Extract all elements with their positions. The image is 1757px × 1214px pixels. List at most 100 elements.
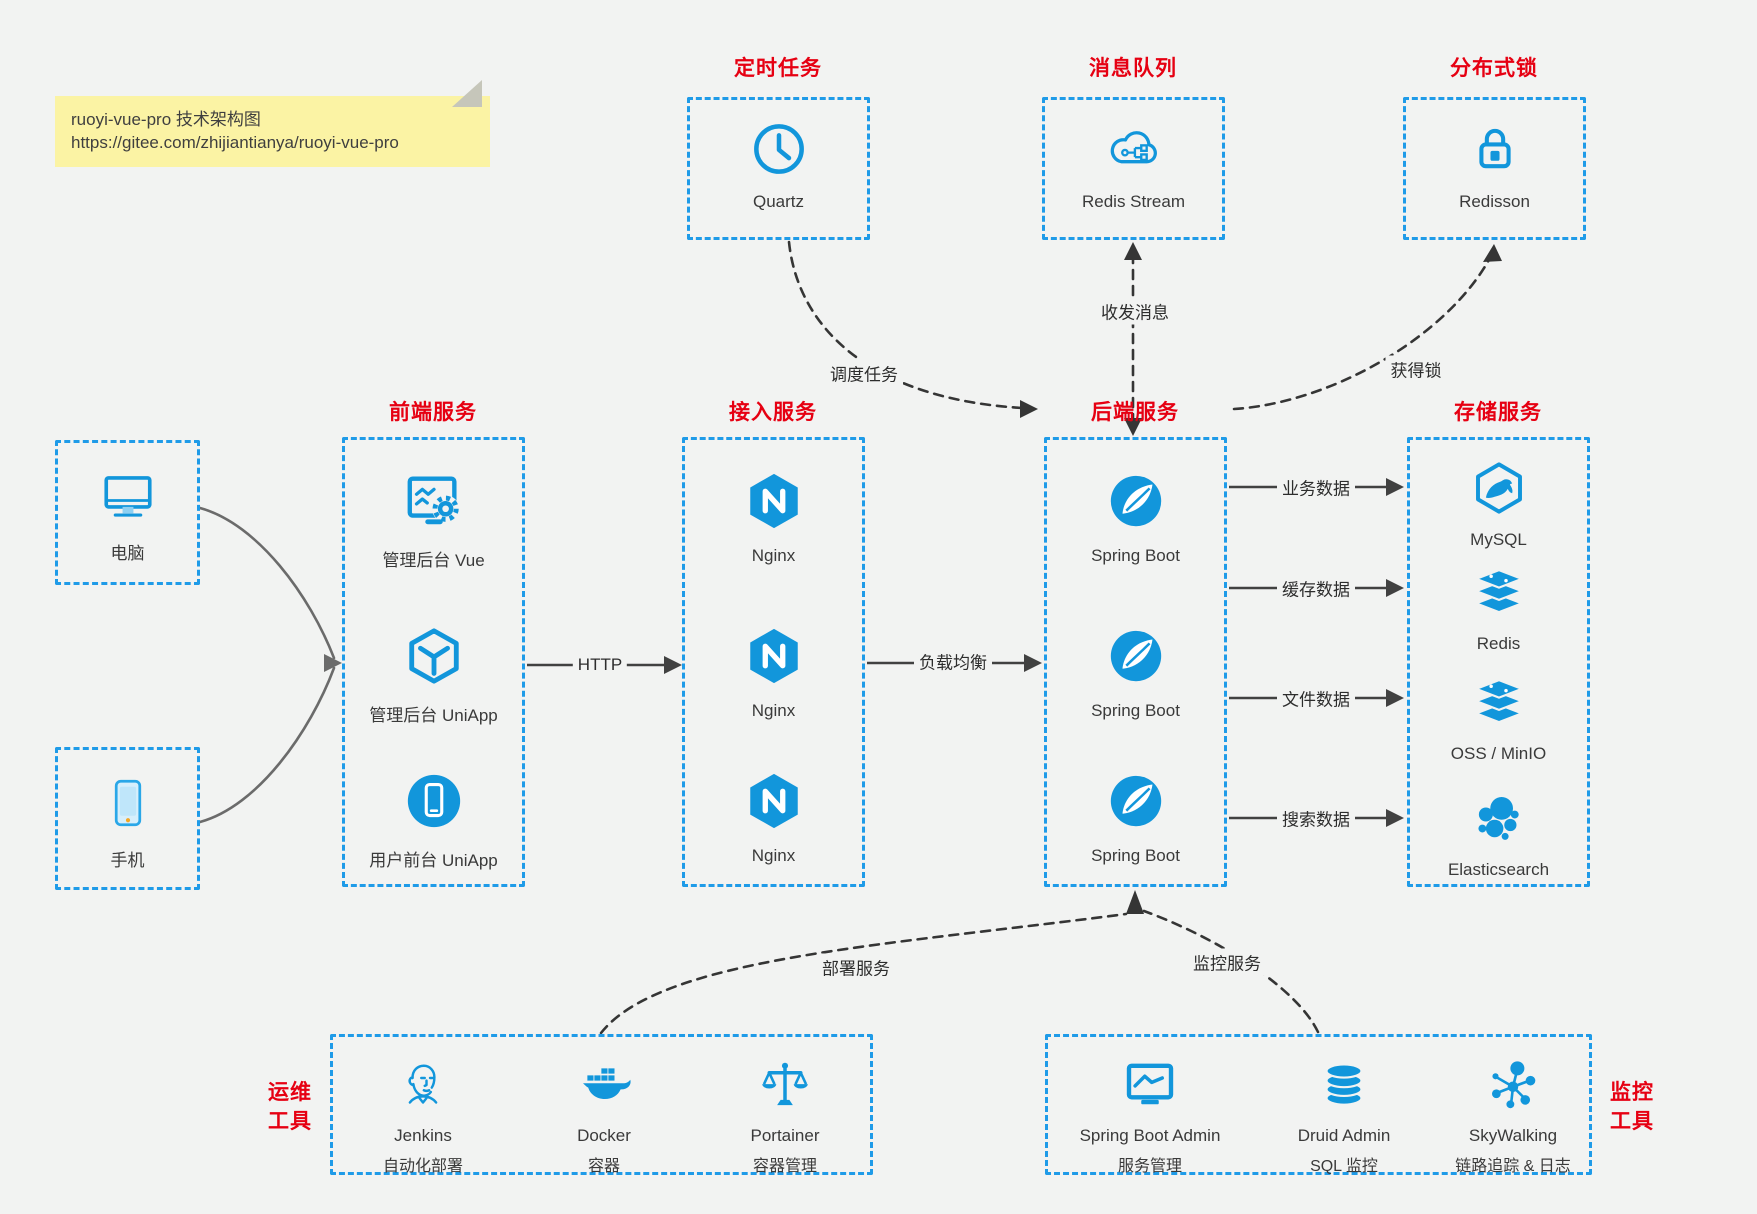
note-url: https://gitee.com/zhijiantianya/ruoyi-vu… (71, 133, 399, 152)
deploy-service-line (599, 912, 1128, 1035)
redis-item: Redis (1410, 564, 1587, 654)
spring-boot-item: Spring Boot (1047, 470, 1224, 566)
item-label: Nginx (751, 846, 796, 865)
mysql-item: MySQL (1410, 460, 1587, 550)
tool-desc: 容器 (587, 1158, 620, 1175)
clients-arrowhead (324, 654, 342, 672)
spring-boot-item: Spring Boot (1047, 770, 1224, 866)
uniapp-icon (403, 625, 465, 692)
monitor-tools-box: Spring Boot Admin 服务管理 Druid Admin SQL 监… (1045, 1034, 1592, 1175)
title-distributed-lock: 分布式锁 (1450, 57, 1538, 80)
edge-label-cache-data: 缓存数据 (1277, 574, 1355, 602)
backend-services-box: Spring Boot Spring Boot Spring Boot (1044, 437, 1227, 887)
item-label: Spring Boot (1091, 701, 1180, 720)
title-gateway-services: 接入服务 (729, 401, 817, 424)
acquire-lock-line (1232, 256, 1492, 411)
title-ops-tools: 运维 工具 (268, 1081, 312, 1133)
tool-desc: 容器管理 (752, 1158, 817, 1175)
item-label: 用户前台 UniApp (369, 851, 498, 870)
tool-desc: SQL 监控 (1310, 1158, 1378, 1175)
spring-icon (1105, 470, 1167, 537)
quartz-item: Quartz (690, 120, 867, 212)
item-label: Quartz (752, 192, 805, 211)
frontend-services-box: 管理后台 Vue 管理后台 UniApp 用户前台 UniApp (342, 437, 525, 887)
spring-icon (1105, 625, 1167, 692)
tool-name: Docker (577, 1126, 631, 1145)
item-label: Nginx (751, 701, 796, 720)
ops-tools-box: Jenkins 自动化部署 Docker 容器 (330, 1034, 873, 1175)
jenkins-item: Jenkins 自动化部署 (308, 1057, 538, 1176)
redisson-item: Redisson (1406, 120, 1583, 212)
edge-label-search-data: 搜索数据 (1277, 804, 1355, 832)
item-label: Nginx (751, 546, 796, 565)
item-label: 手机 (110, 851, 145, 870)
jenkins-icon (395, 1057, 451, 1118)
title-message-queue: 消息队列 (1089, 57, 1177, 80)
distributed-lock-box: Redisson (1403, 97, 1586, 240)
pc-item: 电脑 (58, 467, 197, 564)
tool-name: Jenkins (394, 1126, 452, 1145)
mobile-icon (99, 774, 157, 837)
nginx-icon (743, 470, 805, 537)
mobile-client-box: 手机 (55, 747, 200, 890)
edge-label-load-balance: 负载均衡 (914, 647, 992, 675)
title-frontend-services: 前端服务 (389, 401, 477, 424)
title-scheduled-tasks: 定时任务 (734, 57, 822, 80)
redis-stack-icon (1471, 674, 1527, 735)
item-label: Redis Stream (1082, 192, 1185, 211)
sticky-note: ruoyi-vue-pro 技术架构图 https://gitee.com/zh… (55, 80, 490, 167)
tool-desc: 自动化部署 (382, 1158, 463, 1175)
clock-icon (750, 120, 808, 183)
storage-services-box: MySQL Redis (1407, 437, 1590, 887)
portainer-item: Portainer 容器管理 (670, 1057, 900, 1176)
redis-stream-item: Redis Stream (1045, 120, 1222, 212)
edge-label-schedule-task: 调度任务 (825, 359, 903, 387)
tool-desc: 服务管理 (1117, 1158, 1182, 1175)
title-storage-services: 存储服务 (1454, 401, 1542, 424)
lock-icon (1466, 120, 1524, 183)
mysql-icon (1471, 460, 1527, 521)
spring-icon (1105, 770, 1167, 837)
mobile-item: 手机 (58, 774, 197, 871)
phone-to-frontend-line (198, 666, 336, 824)
item-label: Spring Boot (1091, 546, 1180, 565)
schedule-task-line (787, 240, 1024, 410)
skywalking-icon (1485, 1057, 1541, 1118)
pc-client-box: 电脑 (55, 440, 200, 585)
user-app-icon (403, 770, 465, 837)
edge-label-file-data: 文件数据 (1277, 684, 1355, 712)
edge-label-business-data: 业务数据 (1277, 473, 1355, 501)
title-monitor-tools: 监控 工具 (1610, 1081, 1654, 1133)
tool-name: Portainer (750, 1126, 820, 1145)
elasticsearch-item: Elasticsearch (1410, 790, 1587, 880)
edge-label-monitor-service: 监控服务 (1188, 948, 1266, 976)
message-queue-box: Redis Stream (1042, 97, 1225, 240)
oss-minio-item: OSS / MinIO (1410, 674, 1587, 764)
pc-to-frontend-line (198, 506, 336, 660)
spring-boot-item: Spring Boot (1047, 625, 1224, 721)
docker-icon (576, 1057, 632, 1118)
item-label: Redis (1476, 634, 1521, 653)
edge-label-acquire-lock: 获得锁 (1385, 355, 1447, 383)
spring-boot-admin-item: Spring Boot Admin 服务管理 (1035, 1057, 1265, 1176)
gateway-services-box: Nginx Nginx Nginx (682, 437, 865, 887)
portainer-icon (757, 1057, 813, 1118)
nginx-icon (743, 625, 805, 692)
docker-item: Docker 容器 (489, 1057, 719, 1176)
desktop-icon (99, 467, 157, 530)
skywalking-item: SkyWalking 链路追踪 & 日志 (1398, 1057, 1628, 1176)
admin-uniapp-item: 管理后台 UniApp (345, 625, 522, 726)
item-label: 管理后台 Vue (382, 551, 485, 570)
nginx-item: Nginx (685, 625, 862, 721)
title-backend-services: 后端服务 (1091, 401, 1179, 424)
edge-label-deploy-service: 部署服务 (817, 953, 895, 981)
note-fold-corner (452, 80, 482, 107)
nginx-item: Nginx (685, 470, 862, 566)
item-label: Redisson (1459, 192, 1530, 211)
item-label: OSS / MinIO (1450, 744, 1547, 763)
item-label: 电脑 (110, 544, 145, 563)
tool-name: Spring Boot Admin (1079, 1126, 1221, 1145)
item-label: Elasticsearch (1447, 860, 1550, 879)
item-label: MySQL (1470, 530, 1527, 549)
